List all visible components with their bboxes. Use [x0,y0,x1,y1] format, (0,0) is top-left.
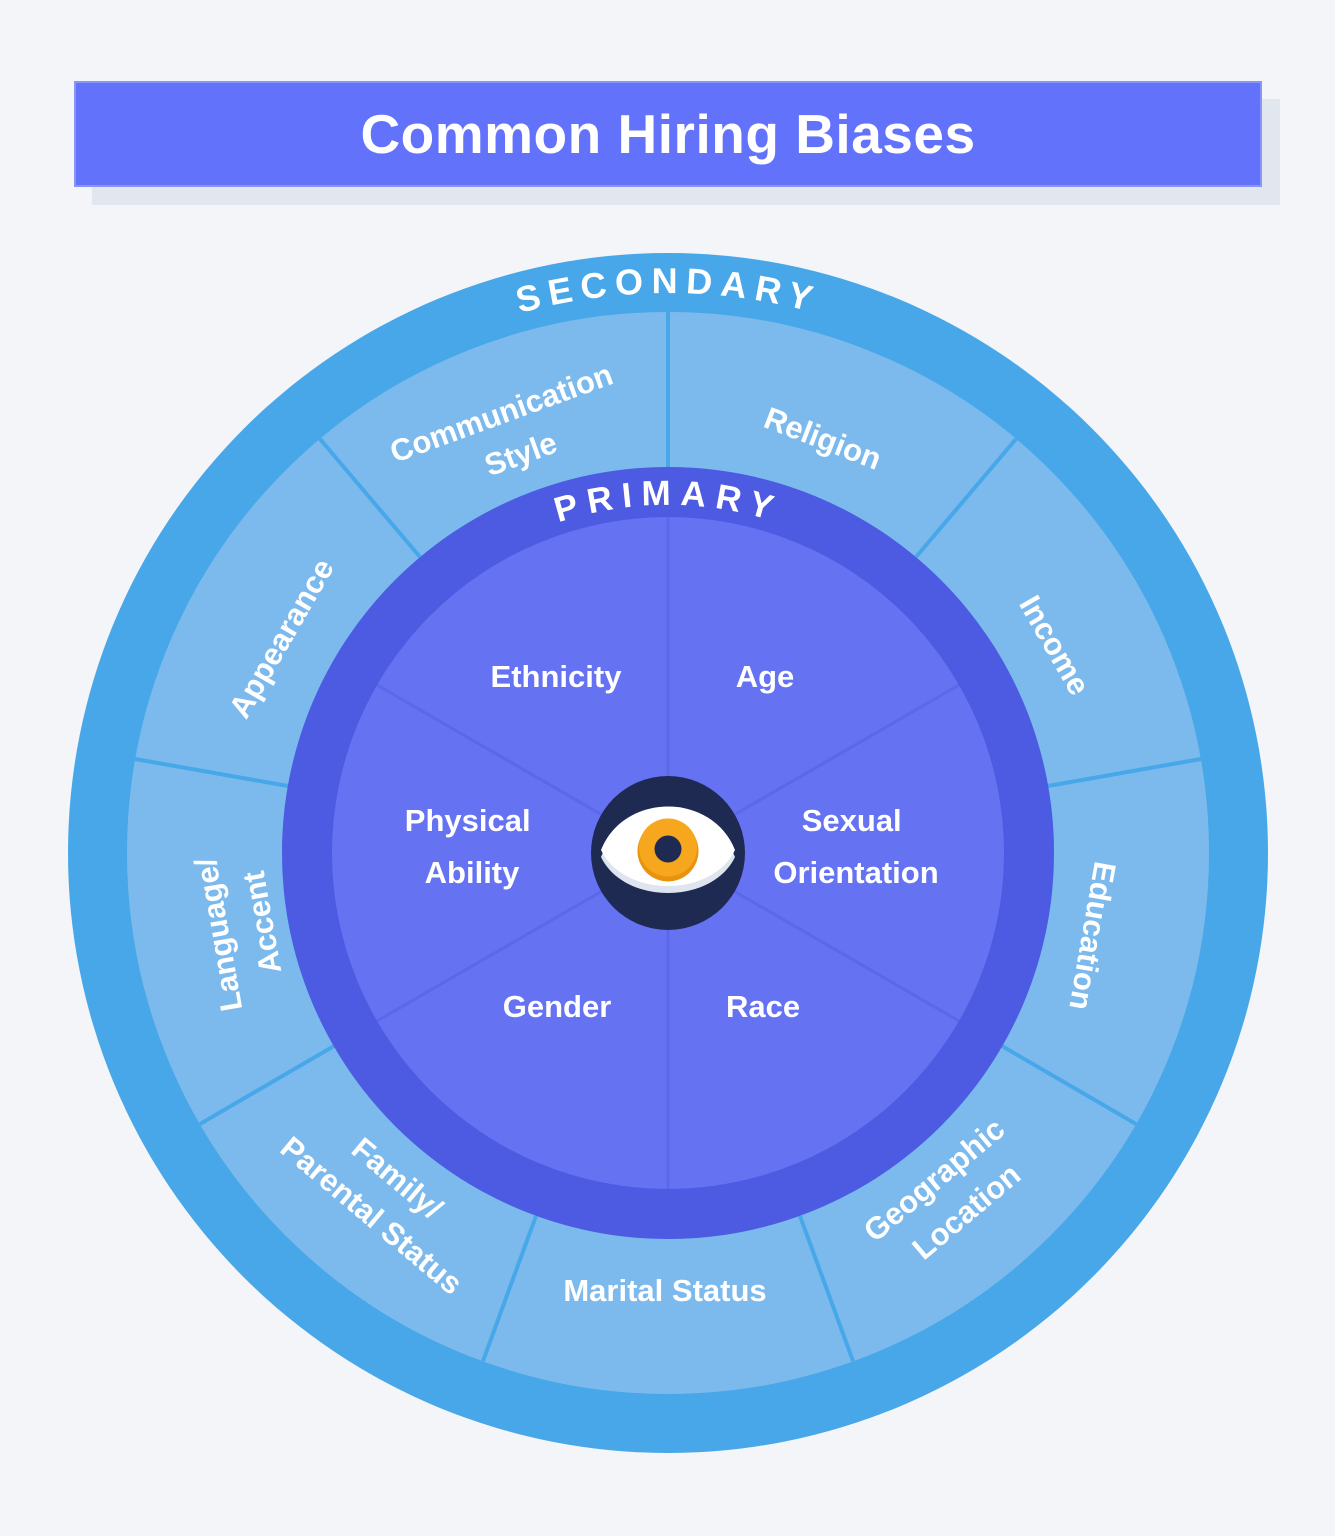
secondary-dividers [134,312,1202,1362]
segment-label-marital-status: Marital Status [563,1273,766,1308]
eye-pupil [654,835,682,863]
segment-label-gender: Gender [503,989,612,1024]
segment-label-sexual-orientation: Sexual Orientation [773,803,938,890]
title-banner: Common Hiring Biases [74,81,1262,187]
segment-label-race: Race [726,989,800,1024]
page-title: Common Hiring Biases [360,103,976,165]
segment-label-physical-ability: Physical Ability [405,803,539,890]
primary-segment-labels: Ethnicity Age Sexual Orientation Race Ge… [405,659,939,1024]
segment-label-ethnicity: Ethnicity [491,659,623,694]
eye-icon [591,776,745,930]
segment-label-age: Age [736,659,795,694]
